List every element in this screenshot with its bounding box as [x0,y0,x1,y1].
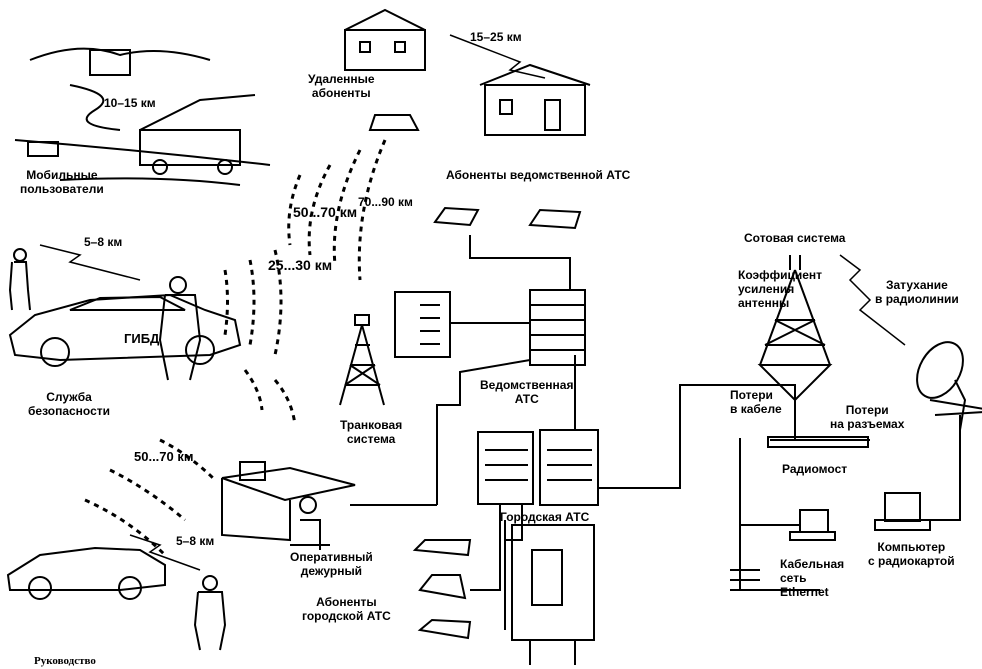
phone-icons [368,114,582,640]
distance-50-70-bottom-label: 50...70 км [134,449,194,464]
distance-10-15-label: 10–15 км [104,96,156,110]
management-label: Руководство [34,655,96,667]
cellular-tower [757,255,833,402]
duty-desk [221,461,356,550]
city-pbx-servers [477,429,599,506]
distance-5-8-bottom-label: 5–8 км [176,534,215,548]
remote-buildings [344,8,591,136]
connection-lines [350,235,961,630]
trunk-tower [339,314,385,406]
radio-bridge-label: Радиомост [782,462,848,476]
radio-link-lines [39,34,906,571]
management-car [6,546,166,600]
mobile-users-scene [14,47,271,186]
radio-bridge-device [767,400,869,448]
dept-pbx-subscribers-label: Абоненты ведомственной АТС [446,168,631,182]
ethernet-lines [730,569,760,591]
distance-50-70-top-label: 50...70 км [293,204,358,220]
dish-antenna-icon [916,341,982,431]
radio-waves [84,139,387,557]
payphone-booth [511,524,595,665]
dept-pbx-server [394,289,586,366]
distance-15-25-label: 15–25 км [470,30,522,44]
distance-70-90-label: 70...90 км [358,195,413,209]
city-pbx-label: Городская АТС [500,510,590,524]
computer-icons [789,492,931,541]
distance-25-30-label: 25...30 км [268,257,333,273]
police-car-text: ГИБД [124,331,160,346]
people-icons [8,248,227,651]
cellular-system-label: Сотовая система [744,231,846,245]
distance-5-8-top-label: 5–8 км [84,235,123,249]
